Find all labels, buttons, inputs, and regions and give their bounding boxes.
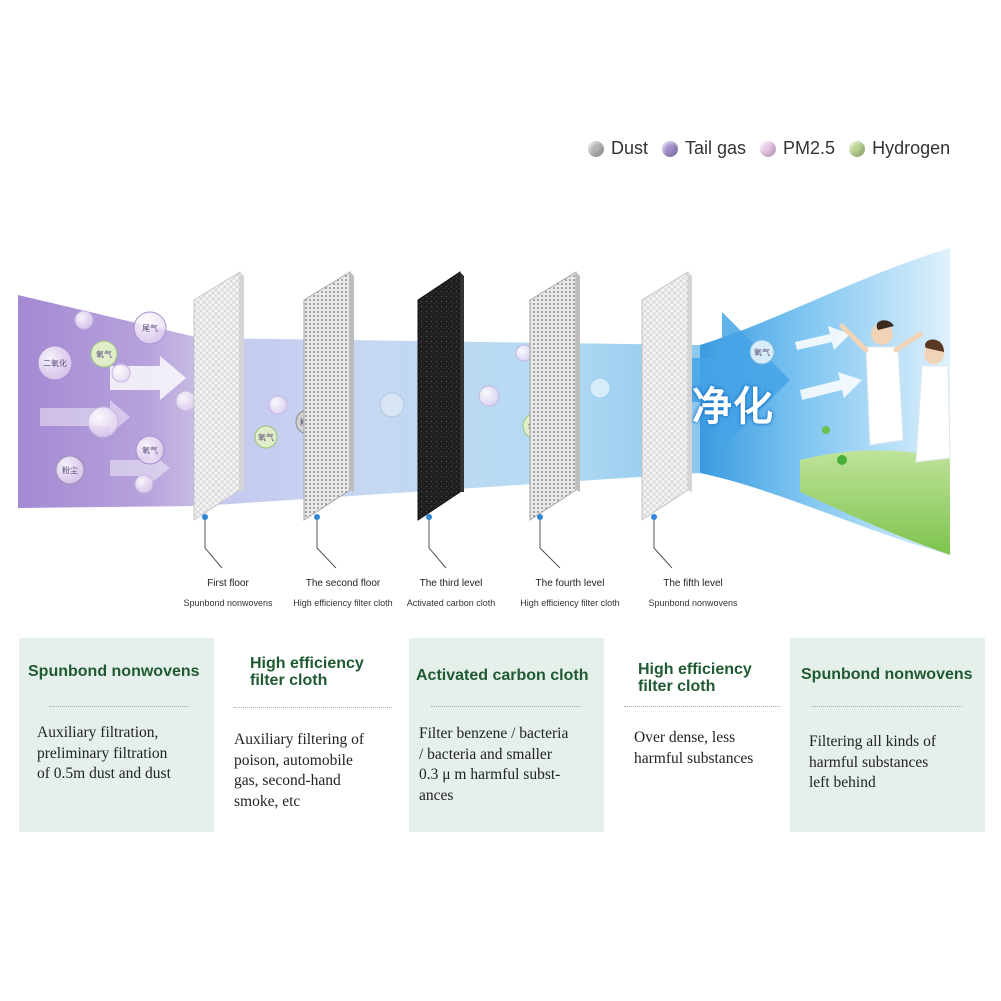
- card-title: Activated carbon cloth: [416, 667, 589, 684]
- card-description: Filter benzene / bacteria / bacteria and…: [419, 725, 569, 804]
- leader-lines: [204, 519, 673, 569]
- layer-material: Spunbond nonwovens: [648, 598, 738, 608]
- layer-title: The fourth level: [535, 578, 605, 589]
- filtration-illustration: 尾气 氧气 二氧化 粉尘 氧气 氧气 粉尘 氧气 氧气: [18, 248, 951, 569]
- legend-item-hydrogen: Hydrogen: [849, 138, 950, 159]
- card-description: Auxiliary filtering of poison, automobil…: [234, 731, 364, 810]
- polluted-air-flow: [18, 295, 200, 508]
- legend-label: Hydrogen: [872, 138, 951, 158]
- legend-label: Dust: [611, 138, 649, 158]
- filter-layer-2: [303, 271, 354, 521]
- card-description: Filtering all kinds of harmful substance…: [809, 733, 937, 791]
- hydrogen-dot-icon: [849, 140, 866, 157]
- layer-title: The third level: [419, 578, 483, 589]
- card-title: High efficiency filter cloth: [250, 655, 364, 689]
- layer-label-3: The third level Activated carbon cloth: [386, 578, 516, 608]
- card-divider: [49, 706, 189, 707]
- card-title: Spunbond nonwovens: [801, 666, 973, 683]
- card-hepa-1: High efficiency filter cloth Auxiliary f…: [216, 638, 406, 832]
- legend-label: Tail gas: [685, 138, 747, 158]
- layer-material: High efficiency filter cloth: [293, 598, 393, 608]
- legend-item-tail-gas: Tail gas: [662, 138, 746, 159]
- card-spunbond-2: Spunbond nonwovens Filtering all kinds o…: [790, 638, 985, 832]
- layer-label-4: The fourth level High efficiency filter …: [505, 578, 635, 608]
- legend-item-pm25: PM2.5: [760, 138, 835, 159]
- particle-label: 氧气: [754, 347, 770, 357]
- card-divider: [234, 707, 392, 708]
- legend-item-dust: Dust: [588, 138, 648, 159]
- purify-heading: 净化: [692, 384, 774, 430]
- layer-title: The fifth level: [663, 578, 723, 589]
- filtration-diagram: 尾气 氧气 二氧化 粉尘 氧气 氧气 粉尘 氧气 氧气: [0, 230, 1001, 630]
- card-divider: [624, 706, 780, 707]
- filter-layer-4: [529, 271, 580, 521]
- clean-air-arrows: [795, 326, 862, 400]
- dust-dot-icon: [588, 140, 604, 157]
- filter-layer-5: [641, 271, 692, 521]
- legend-label: PM2.5: [783, 138, 836, 158]
- filter-layer-3: [417, 271, 464, 521]
- card-spunbond-1: Spunbond nonwovens Auxiliary filtration,…: [19, 638, 214, 832]
- pin-icons: [202, 514, 657, 520]
- card-description: Over dense, less harmful substances: [634, 729, 754, 767]
- card-title: High efficiency filter cloth: [638, 661, 752, 695]
- particle-label: 二氧化: [43, 358, 67, 368]
- pm25-dot-icon: [760, 140, 777, 157]
- layer-title: First floor: [207, 578, 249, 589]
- particle-label: 尾气: [142, 323, 158, 333]
- layer-title: The second floor: [305, 578, 381, 589]
- particle-label: 氧气: [96, 349, 112, 359]
- tail-gas-dot-icon: [662, 140, 679, 157]
- particle-label: 氧气: [258, 432, 274, 442]
- card-divider: [431, 706, 581, 707]
- card-activated-carbon: Activated carbon cloth Filter benzene / …: [409, 638, 604, 832]
- layer-label-2: The second floor High efficiency filter …: [278, 578, 408, 608]
- card-hepa-2: High efficiency filter cloth Over dense,…: [606, 638, 788, 832]
- grass-field: [800, 450, 950, 555]
- layer-label-1: First floor Spunbond nonwovens: [163, 578, 293, 608]
- card-description: Auxiliary filtration, preliminary filtra…: [37, 724, 171, 782]
- card-divider: [812, 706, 962, 707]
- layer-label-5: The fifth level Spunbond nonwovens: [628, 578, 758, 608]
- layer-material: Spunbond nonwovens: [183, 598, 273, 608]
- layer-material: Activated carbon cloth: [406, 598, 496, 608]
- particle-label: 粉尘: [62, 465, 78, 475]
- particle-label: 氧气: [142, 445, 158, 455]
- filter-layer-1: [193, 271, 244, 521]
- purify-arrow-icon: [690, 312, 790, 448]
- card-title: Spunbond nonwovens: [28, 663, 200, 680]
- legend: Dust Tail gas PM2.5 Hydrogen: [588, 138, 950, 159]
- layer-material: High efficiency filter cloth: [520, 598, 620, 608]
- flow-arrows: [40, 356, 186, 484]
- people-illustration: [839, 320, 951, 463]
